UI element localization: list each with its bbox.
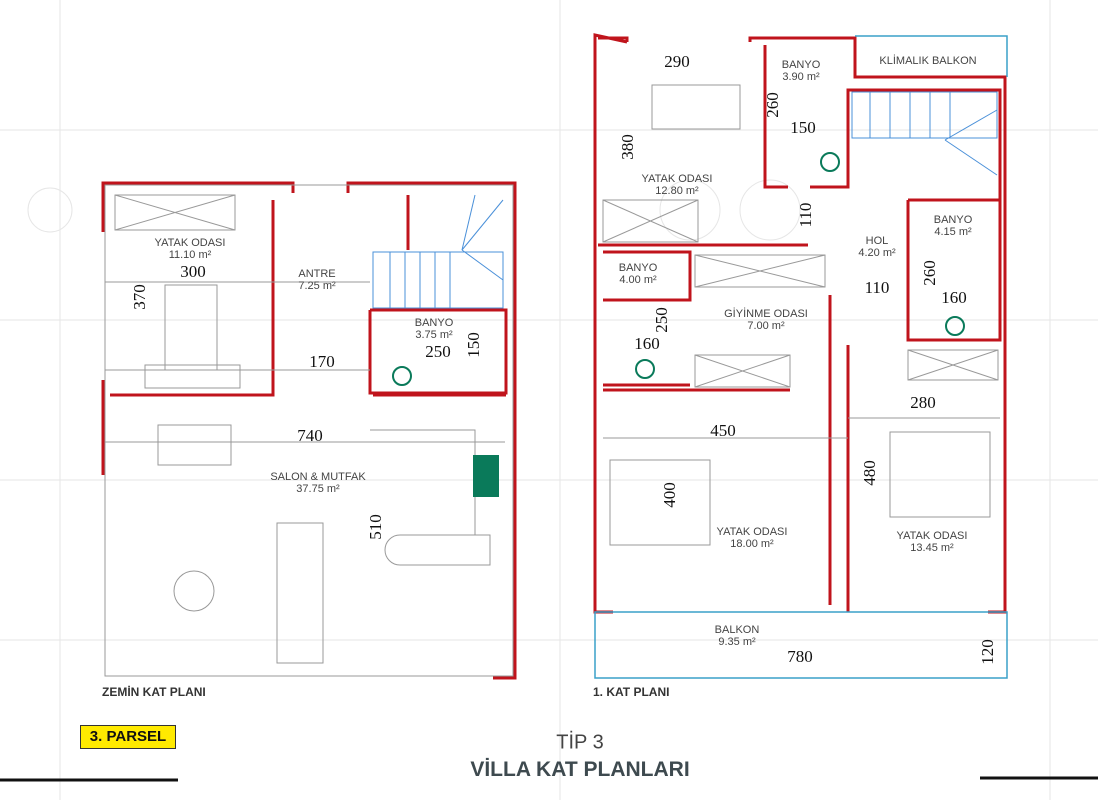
dimension-label: 380 (618, 134, 637, 160)
room-label: KLİMALIK BALKON (879, 55, 977, 67)
dimension-label: 150 (790, 118, 816, 137)
dimension-label: 170 (309, 352, 335, 371)
dimension-label: 250 (425, 342, 451, 361)
dimension-label: 480 (860, 460, 879, 486)
dimension-label: 110 (864, 278, 890, 297)
dimension-label: 260 (763, 92, 782, 118)
page-title: VİLLA KAT PLANLARI (470, 758, 690, 781)
ground-floor-fixtures (392, 366, 499, 497)
dimension-label: 400 (660, 482, 679, 508)
dimension-label: 110 (796, 202, 815, 228)
dimension-label: 150 (464, 332, 483, 358)
first-floor-lines (602, 84, 1000, 546)
first-floor-stairs (851, 91, 998, 176)
dimension-label: 290 (664, 52, 690, 71)
dimension-label: 370 (130, 284, 149, 310)
dimension-label: 160 (634, 334, 660, 353)
first-floor-title: 1. KAT PLANI (593, 685, 670, 699)
first-floor-fixtures (635, 152, 965, 379)
dimension-label: 260 (920, 260, 939, 286)
dimension-label: 120 (978, 639, 997, 665)
dimension-label: 780 (787, 647, 813, 666)
dimension-label: 300 (180, 262, 206, 281)
dimension-label: 450 (710, 421, 736, 440)
dimension-label: 250 (652, 307, 671, 333)
dimension-label: 740 (297, 426, 323, 445)
dimension-label: 160 (941, 288, 967, 307)
type-subtitle: TİP 3 (556, 731, 604, 754)
ground-floor-stairs (372, 194, 504, 309)
dimension-label: 510 (366, 514, 385, 540)
ground-floor-walls (101, 181, 517, 680)
first-floor-balcony-outline (594, 35, 1008, 679)
parcel-badge: 3. PARSEL (80, 725, 176, 749)
dimension-label: 280 (910, 393, 936, 412)
ground-floor-lines (104, 184, 514, 677)
ground-floor-title: ZEMİN KAT PLANI (102, 685, 206, 699)
